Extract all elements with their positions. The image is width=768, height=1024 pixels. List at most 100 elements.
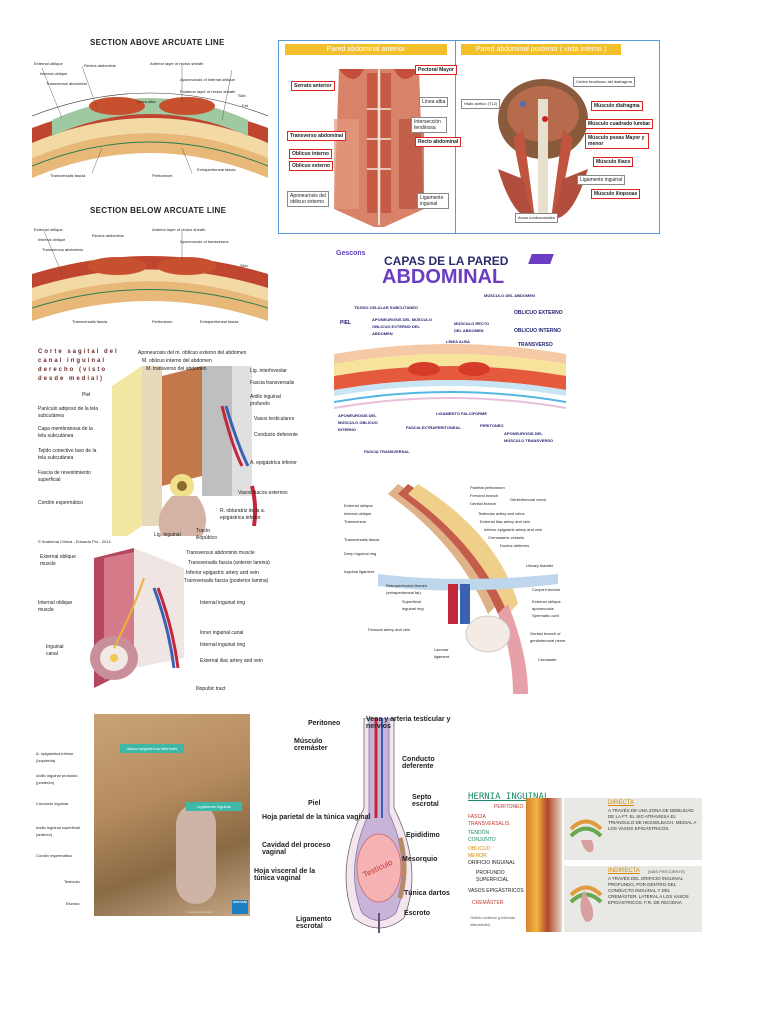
- label-ant-rectus-sheath-1: Anterior layer of rectus sheath: [150, 61, 204, 66]
- title-capas-main: ABDOMINAL: [382, 266, 505, 288]
- directa-icon: [569, 819, 603, 852]
- label-ext-oblique-aponeurosis: External oblique aponeurosis: [532, 599, 561, 611]
- label-fascia-transversal: FASCIA TRANSVERSAL: [364, 449, 410, 454]
- label-fascia-extraperitoneal: FASCIA EXTRAPERITONEAL: [406, 425, 461, 430]
- label-musculo-recto: MÚSCULO RECTO DEL ABDOMEN: [454, 321, 490, 333]
- section-above-diagram: [32, 64, 268, 178]
- header-posterior-wall: Pared abdominal posterior ( vista intern…: [461, 44, 621, 55]
- overlay-epigastric: Vasos epigástricos inferiores: [120, 744, 184, 753]
- layer-peritoneo: PERITONEO: [494, 804, 524, 810]
- label-cordon-espermatico: Cordón espermático: [38, 500, 84, 506]
- overlay-ligament: Ligamento inguinal: [186, 802, 242, 811]
- label-peritoneum-2: Peritoneum: [152, 319, 173, 324]
- label-testiculo-photo: Testículo: [64, 879, 80, 884]
- label-urinary-bladder: Urinary bladder: [526, 563, 554, 568]
- box-ligamento-inguinal-post: Ligamento inguinal: [577, 175, 625, 185]
- label-conducto-inguinal-photo: Conducto inguinal: [36, 801, 69, 806]
- label-skin-1: Skin: [238, 93, 246, 98]
- box-transverso-abdominal: Transverso abdominal: [287, 131, 347, 141]
- indirecta-text: A TRAVÉS DEL ORIFICIO INGUINAL PROFUNDO,…: [608, 876, 689, 905]
- panel-testiculo: Testículo Peritoneo Músculo cremáster Pi…: [252, 714, 466, 938]
- directa-title: DIRECTA: [608, 800, 634, 806]
- label-cremaster-t: Músculo cremáster: [294, 738, 328, 752]
- label-cremasteric-vessels: Cremasteric vessels: [488, 535, 525, 540]
- label-femoral-artery: Femoral artery and vein: [368, 627, 411, 632]
- label-inguinal-canal-en: Inguinal canal: [46, 644, 64, 657]
- layer-tendon: TENDÓN CONJUNTO: [468, 830, 496, 843]
- label-tejido-celular: TEJIDO CELULAR SUBCUTÁNEO: [354, 305, 419, 310]
- label-piel-sagital: Piel: [82, 392, 91, 398]
- box-centro-tendinoso: Centro tendinoso del diafragma: [573, 77, 635, 87]
- indirecta-icon: [569, 885, 603, 922]
- label-external-iliac-reg: External iliac artery and vein: [480, 519, 531, 524]
- layer-profundo: PROFUNDO SUPERFICIAL: [476, 870, 509, 883]
- label-conducto-deferente-t: Conducto deferente: [402, 756, 435, 770]
- box-cuadrado-lumbar: Músculo cuadrado lumbar: [585, 119, 654, 129]
- label-linea-alba-1: Linea alba: [137, 99, 156, 104]
- label-tunica-dartos: Túnica dartos: [404, 890, 450, 897]
- label-peritoneo-t: Peritoneo: [308, 720, 341, 727]
- dissection-cord: [176, 804, 216, 904]
- label-capa-membranosa: Capa membranosa de la tela subcutánea: [38, 426, 93, 439]
- header-anterior-wall: Pared abdominal anterior: [285, 44, 447, 55]
- label-rectus-1: Rectus abdominis: [84, 63, 116, 68]
- box-ligamento-inguinal-ant: Ligamento inguinal: [417, 193, 449, 209]
- label-post-rectus-sheath-1: Posterior layer of rectus sheath: [180, 89, 236, 94]
- label-fat-1: Fat: [242, 103, 248, 108]
- label-cavidad-proceso: Cavidad del proceso vaginal: [262, 842, 331, 856]
- label-spermatic-cord: Spermatic cord: [532, 613, 559, 618]
- box-hiato-aortico: Hiato aórtico (T12): [461, 99, 501, 109]
- label-internal-ring2-en: Internal inguinal ring: [200, 642, 246, 648]
- box-linea-alba: Línea alba: [419, 97, 449, 107]
- label-ant-rectus-sheath-2: Anterior layer of rectus sheath: [152, 227, 206, 232]
- label-transverso: TRANSVERSO: [518, 342, 553, 348]
- indirecta-note: (MÁS FRECUENTE): [648, 869, 685, 874]
- indirecta-card: INDIRECTA (MÁS FRECUENTE) A TRAVÉS DEL O…: [564, 866, 702, 932]
- label-aponeurosis-oblicuo-ext: Aponeurosis del m. oblicuo externo del a…: [138, 350, 247, 356]
- label-transversalis-1: Transversalis fascia: [50, 173, 86, 178]
- label-cremaster: Cremaster: [538, 657, 557, 662]
- label-musculo-del-abdomen: MÚSCULO DEL ABDOMEN: [484, 293, 535, 298]
- label-testicular-artery: Testicular artery and veins: [478, 511, 525, 516]
- label-superficial-ring: Superficial inguinal ring: [402, 599, 424, 611]
- label-anillo-superficial-photo: Anillo inguinal superficial (anterior): [36, 825, 80, 837]
- label-ductus-deferens: Ductus deferens: [500, 543, 530, 548]
- label-external-oblique-1: External oblique: [34, 61, 63, 66]
- layer-fascia: FASCIA TRANSVERSALIS: [468, 814, 510, 827]
- label-fascia-transversalis-sag: Fascia transversalis: [250, 380, 295, 386]
- label-lig-inguinal-sag: Lig. inguinal: [154, 532, 181, 538]
- label-linea-alba: LÍNEA ALBA: [446, 339, 470, 344]
- panel-arcuate-sections: SECTION ABOVE ARCUATE LINE External obli…: [32, 36, 268, 326]
- label-lacunar-ligament: Lacunar ligament: [434, 647, 450, 659]
- title-capas-top: CAPAS DE LA PARED: [384, 254, 509, 268]
- section-below-diagram: [32, 230, 268, 321]
- label-aponeurosis-transv-2: Aponeurosis of transversus: [180, 239, 229, 244]
- label-internal-oblique-reg: Internal oblique: [344, 511, 372, 516]
- testis-diagram: [345, 718, 413, 933]
- label-iliopubic-en: Iliopubic tract: [196, 686, 226, 692]
- kenhub-site: © www.kenhub.com: [186, 910, 213, 914]
- label-conjoint-tendon: Conjoint tendon: [532, 587, 561, 592]
- label-external-oblique-en: External oblique muscle: [40, 554, 76, 567]
- label-external-iliac-en: External iliac artery and vein: [200, 658, 263, 664]
- panel-corte-sagital: Corte sagital del canal inguinal derecho…: [32, 348, 308, 546]
- label-hoja-visceral: Hoja visceral de la túnica vaginal: [254, 868, 316, 882]
- title-below-arcuate: SECTION BELOW ARCUATE LINE: [90, 206, 227, 215]
- box-recto-abdominal: Recto abdominal: [415, 137, 462, 147]
- label-aponeurosis-transverso: APONEUROSIS DEL MÚSCULO TRANSVERSO: [504, 431, 554, 443]
- label-anillo-profundo: Anillo inguinal profundo: [250, 394, 281, 407]
- brand-logo: Gescons: [336, 250, 366, 257]
- label-genital-branch: Genital branch: [470, 501, 497, 506]
- box-aponeurosis-oblicuo-externo: Aponeurosis del oblicuo externo: [287, 191, 329, 207]
- panel-hernia-inguinal: HERNIA INGUINAL PERITONEO FASCIA TRANSVE…: [466, 784, 702, 936]
- title-corte-sagital: Corte sagital del canal inguinal derecho…: [38, 349, 119, 382]
- panel-inguinal-region: Parietal peritoneum Femoral branch Genit…: [338, 474, 570, 704]
- layer-cremaster: CREMÁSTER: [472, 900, 504, 906]
- label-ligamento-escrotal: Ligamento escrotal: [296, 916, 332, 930]
- label-internal-oblique-en: Internal oblique muscle: [38, 600, 73, 613]
- label-vena-arteria: Vena y arteria testicular y nervios: [366, 716, 451, 730]
- layer-vasos: VASOS EPIGÁSTRICOS: [468, 888, 524, 894]
- label-piel: PIEL: [340, 320, 352, 326]
- label-escroto-t: Escroto: [404, 910, 431, 917]
- label-internal-ring-en: Internal inguinal ring: [200, 600, 246, 606]
